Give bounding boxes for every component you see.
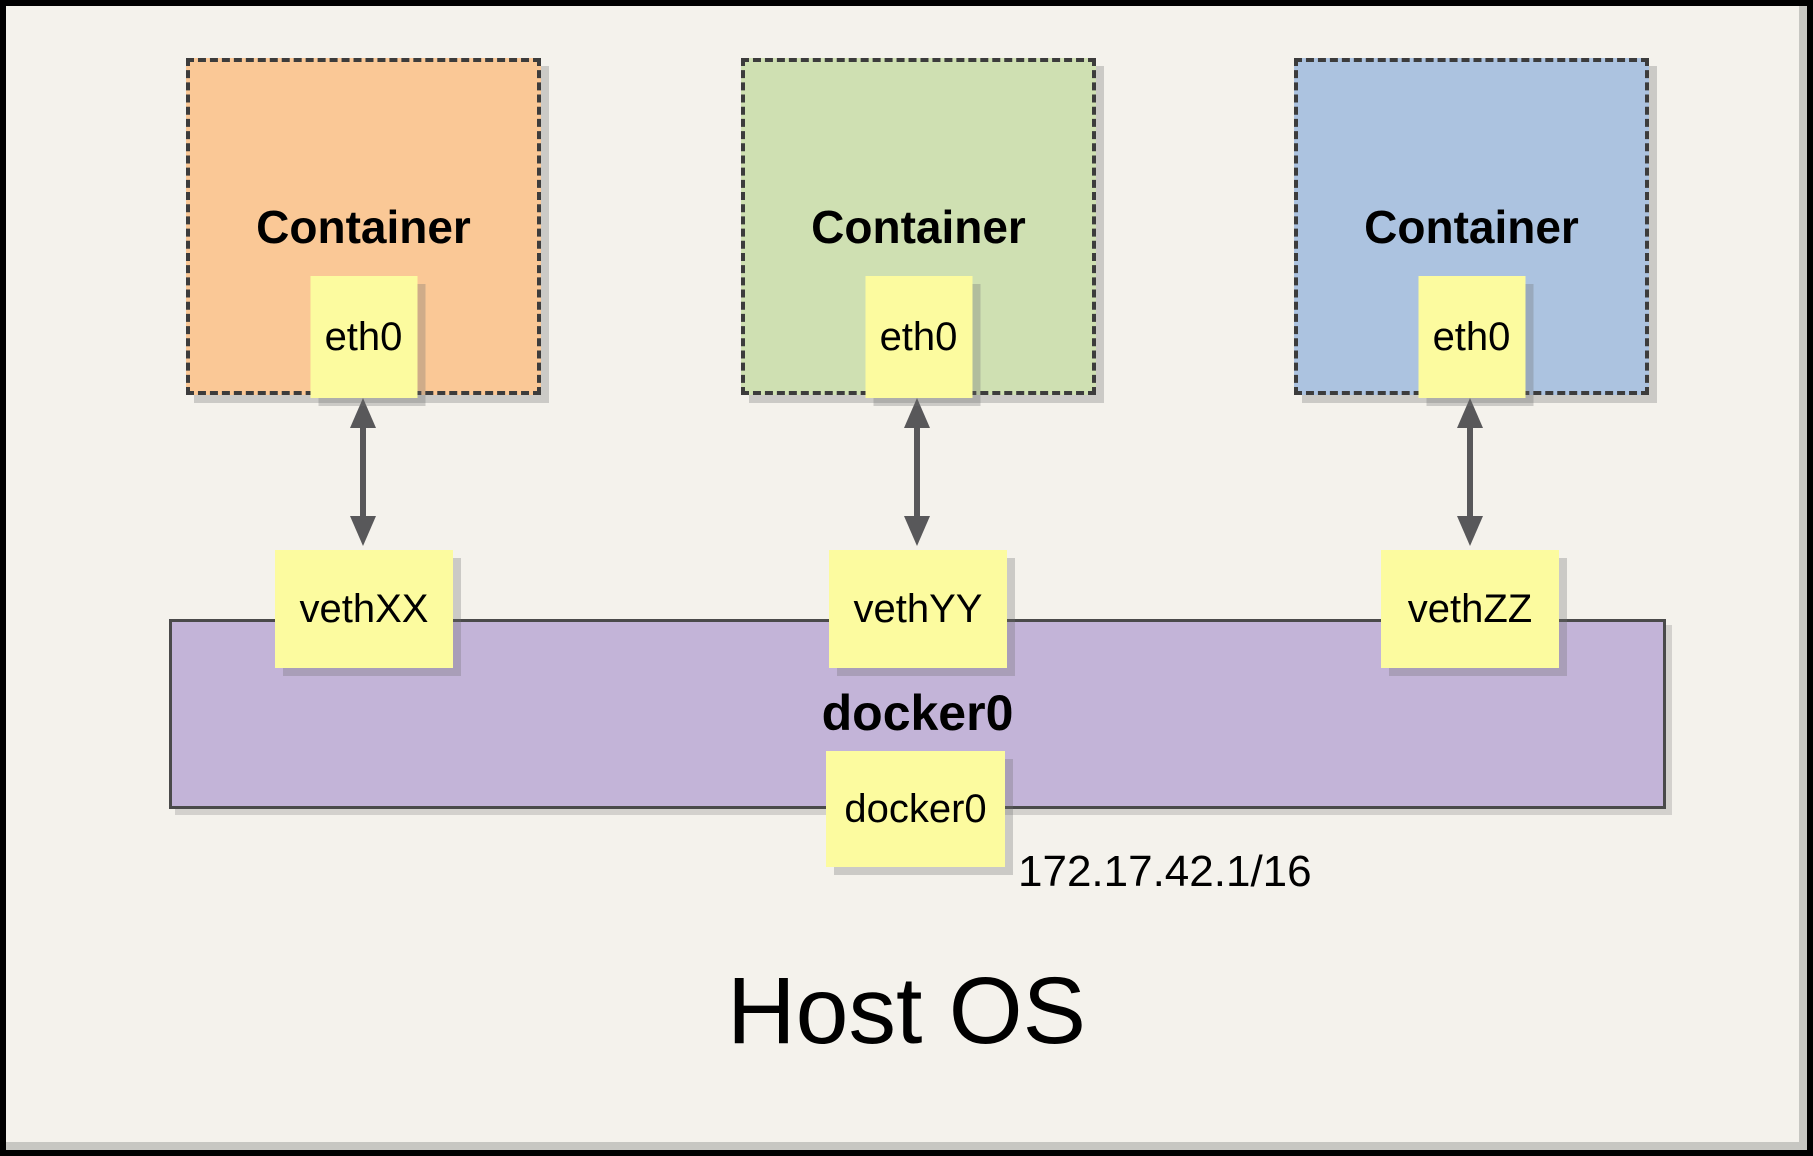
arrow-down-head-icon bbox=[1457, 516, 1483, 546]
arrow-shaft bbox=[1467, 422, 1473, 522]
arrow-down-head-icon bbox=[350, 516, 376, 546]
double-arrow-icon-1 bbox=[350, 398, 376, 546]
docker0-bridge-label: docker0 bbox=[821, 685, 1014, 741]
container-3-eth0-badge: eth0 bbox=[1418, 276, 1525, 398]
container-box-3: Container eth0 bbox=[1294, 58, 1649, 398]
vethxx-badge: vethXX bbox=[275, 550, 453, 668]
bridge-ip-label: 172.17.42.1/16 bbox=[1018, 847, 1312, 896]
vethyy-label: vethYY bbox=[853, 586, 983, 631]
arrow-shaft bbox=[360, 422, 366, 522]
vethyy-badge: vethYY bbox=[829, 550, 1007, 668]
vethxx-label: vethXX bbox=[299, 586, 429, 631]
container-2-title: Container bbox=[811, 201, 1026, 253]
double-arrow-icon-2 bbox=[904, 398, 930, 546]
container-2-eth0-label: eth0 bbox=[879, 314, 958, 359]
host-os-label: Host OS bbox=[727, 958, 1086, 1064]
vethzz-label: vethZZ bbox=[1407, 586, 1533, 631]
container-box-1: Container eth0 bbox=[186, 58, 541, 398]
container-1-eth0-label: eth0 bbox=[324, 314, 403, 359]
arrow-down-head-icon bbox=[904, 516, 930, 546]
container-3-title: Container bbox=[1364, 201, 1579, 253]
container-box-2: Container eth0 bbox=[741, 58, 1096, 398]
docker0-interface-badge: docker0 bbox=[826, 751, 1005, 867]
container-1-title: Container bbox=[256, 201, 471, 253]
arrow-shaft bbox=[914, 422, 920, 522]
double-arrow-icon-3 bbox=[1457, 398, 1483, 546]
container-3-eth0-label: eth0 bbox=[1432, 314, 1511, 359]
container-1-eth0-badge: eth0 bbox=[310, 276, 417, 398]
docker0-interface-label: docker0 bbox=[844, 786, 987, 831]
vethzz-badge: vethZZ bbox=[1381, 550, 1559, 668]
container-2-eth0-badge: eth0 bbox=[865, 276, 972, 398]
